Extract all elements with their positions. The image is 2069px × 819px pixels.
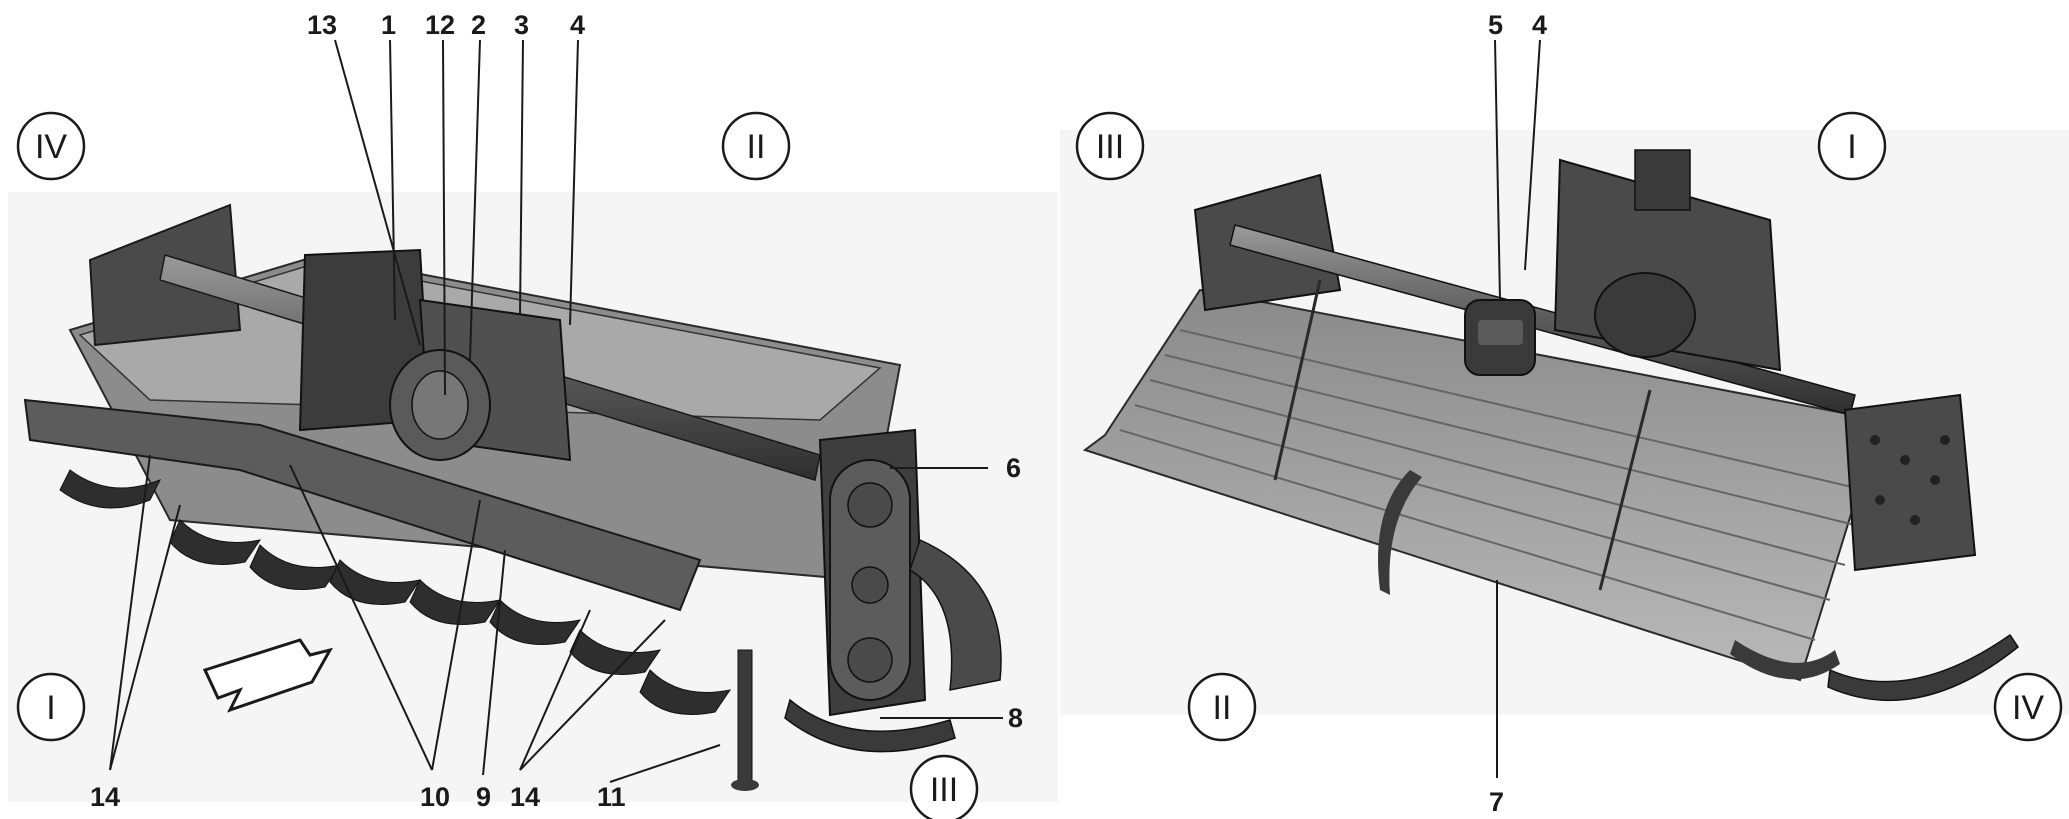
right-hood (1082, 288, 1882, 682)
right-springs (1273, 279, 1652, 591)
left-drive-sprocket-bottom (847, 637, 893, 683)
side-marker-i-left: I (46, 689, 55, 727)
side-marker-circle-iii-left (909, 754, 979, 819)
callout-2: 2 (471, 10, 486, 40)
right-side-plate-holes (1870, 435, 1950, 525)
side-marker-circle-iii-right (1075, 111, 1145, 181)
side-marker-circle-i-right (1817, 111, 1887, 181)
callout-7: 7 (1489, 787, 1504, 817)
right-gearbox-drum (1594, 272, 1696, 358)
callout-4: 4 (570, 10, 585, 40)
callout-9: 9 (476, 782, 491, 812)
right-hood-strap (1378, 470, 1422, 595)
right-gearbox-cover-plate (1478, 320, 1523, 345)
callout-1: 1 (381, 10, 396, 40)
side-marker-iii-left: III (930, 771, 958, 809)
callout-4-right: 4 (1532, 10, 1547, 40)
right-view: 5 4 7 III I II IV (1060, 10, 2069, 817)
callout-8: 8 (1008, 703, 1023, 733)
right-skid (1827, 633, 2020, 702)
side-marker-iii-right: III (1096, 128, 1124, 166)
callout-14-left: 14 (90, 782, 120, 812)
side-marker-i-right: I (1847, 128, 1856, 166)
travel-direction-arrow (202, 638, 334, 713)
side-marker-iv-left: IV (35, 128, 67, 166)
right-rear-flap (1730, 640, 1840, 680)
callout-10: 10 (420, 782, 450, 812)
left-tines (59, 469, 732, 715)
side-marker-circle-ii-right (1187, 672, 1257, 742)
side-marker-circle-ii-left (721, 111, 791, 181)
side-marker-ii-left: II (747, 128, 766, 166)
right-side-plate-near (1843, 393, 1977, 572)
callout-3: 3 (514, 10, 529, 40)
callout-12: 12 (425, 10, 455, 40)
right-hood-ribs (1119, 329, 1866, 641)
right-leader-lines (1494, 39, 1541, 778)
left-leader-lines (109, 39, 1003, 783)
left-skid (784, 698, 956, 753)
side-marker-circle-i-left (16, 672, 86, 742)
left-rear-hood-end (909, 538, 1002, 691)
left-drive-sprocket-top (847, 482, 893, 528)
callout-11: 11 (597, 782, 626, 812)
right-top-link-bracket (1634, 149, 1691, 211)
side-marker-iv-right: IV (2012, 689, 2044, 727)
left-front-shield-bar (23, 398, 702, 612)
left-gearbox-face (411, 370, 469, 440)
callout-5: 5 (1488, 10, 1503, 40)
callout-14-center: 14 (510, 782, 540, 812)
side-marker-circle-iv-right (1993, 672, 2063, 742)
side-marker-circle-iv-left (16, 111, 86, 181)
left-drive-sprocket-mid (851, 566, 889, 604)
left-stand-foot (731, 779, 759, 791)
callout-13: 13 (307, 10, 337, 40)
left-view: 13 1 12 2 3 4 6 8 11 14 10 9 14 IV II I … (8, 10, 1058, 819)
left-stand-leg (737, 649, 753, 781)
callout-6: 6 (1006, 453, 1021, 483)
side-marker-ii-right: II (1213, 689, 1232, 727)
